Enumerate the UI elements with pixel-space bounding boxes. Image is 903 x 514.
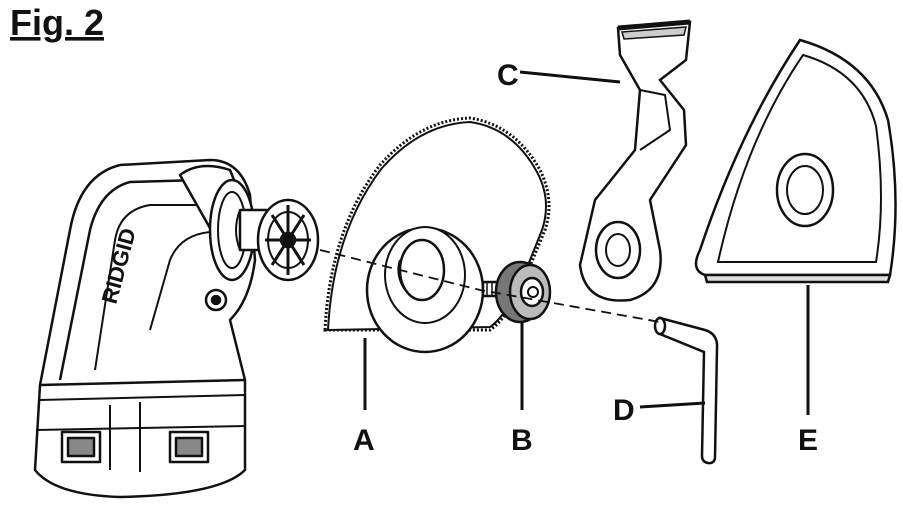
sanding-pad (696, 40, 896, 282)
callout-c: C (497, 59, 519, 92)
leader-c (520, 72, 620, 82)
hex-key (655, 318, 717, 463)
callout-a: A (353, 424, 375, 457)
callout-d: D (613, 394, 635, 427)
plunge-blade (580, 22, 690, 301)
figure-title: Fig. 2 (10, 2, 104, 43)
callout-e: E (798, 424, 818, 457)
tool-head (35, 160, 318, 497)
callout-b: B (511, 424, 533, 457)
leader-d (640, 403, 705, 407)
